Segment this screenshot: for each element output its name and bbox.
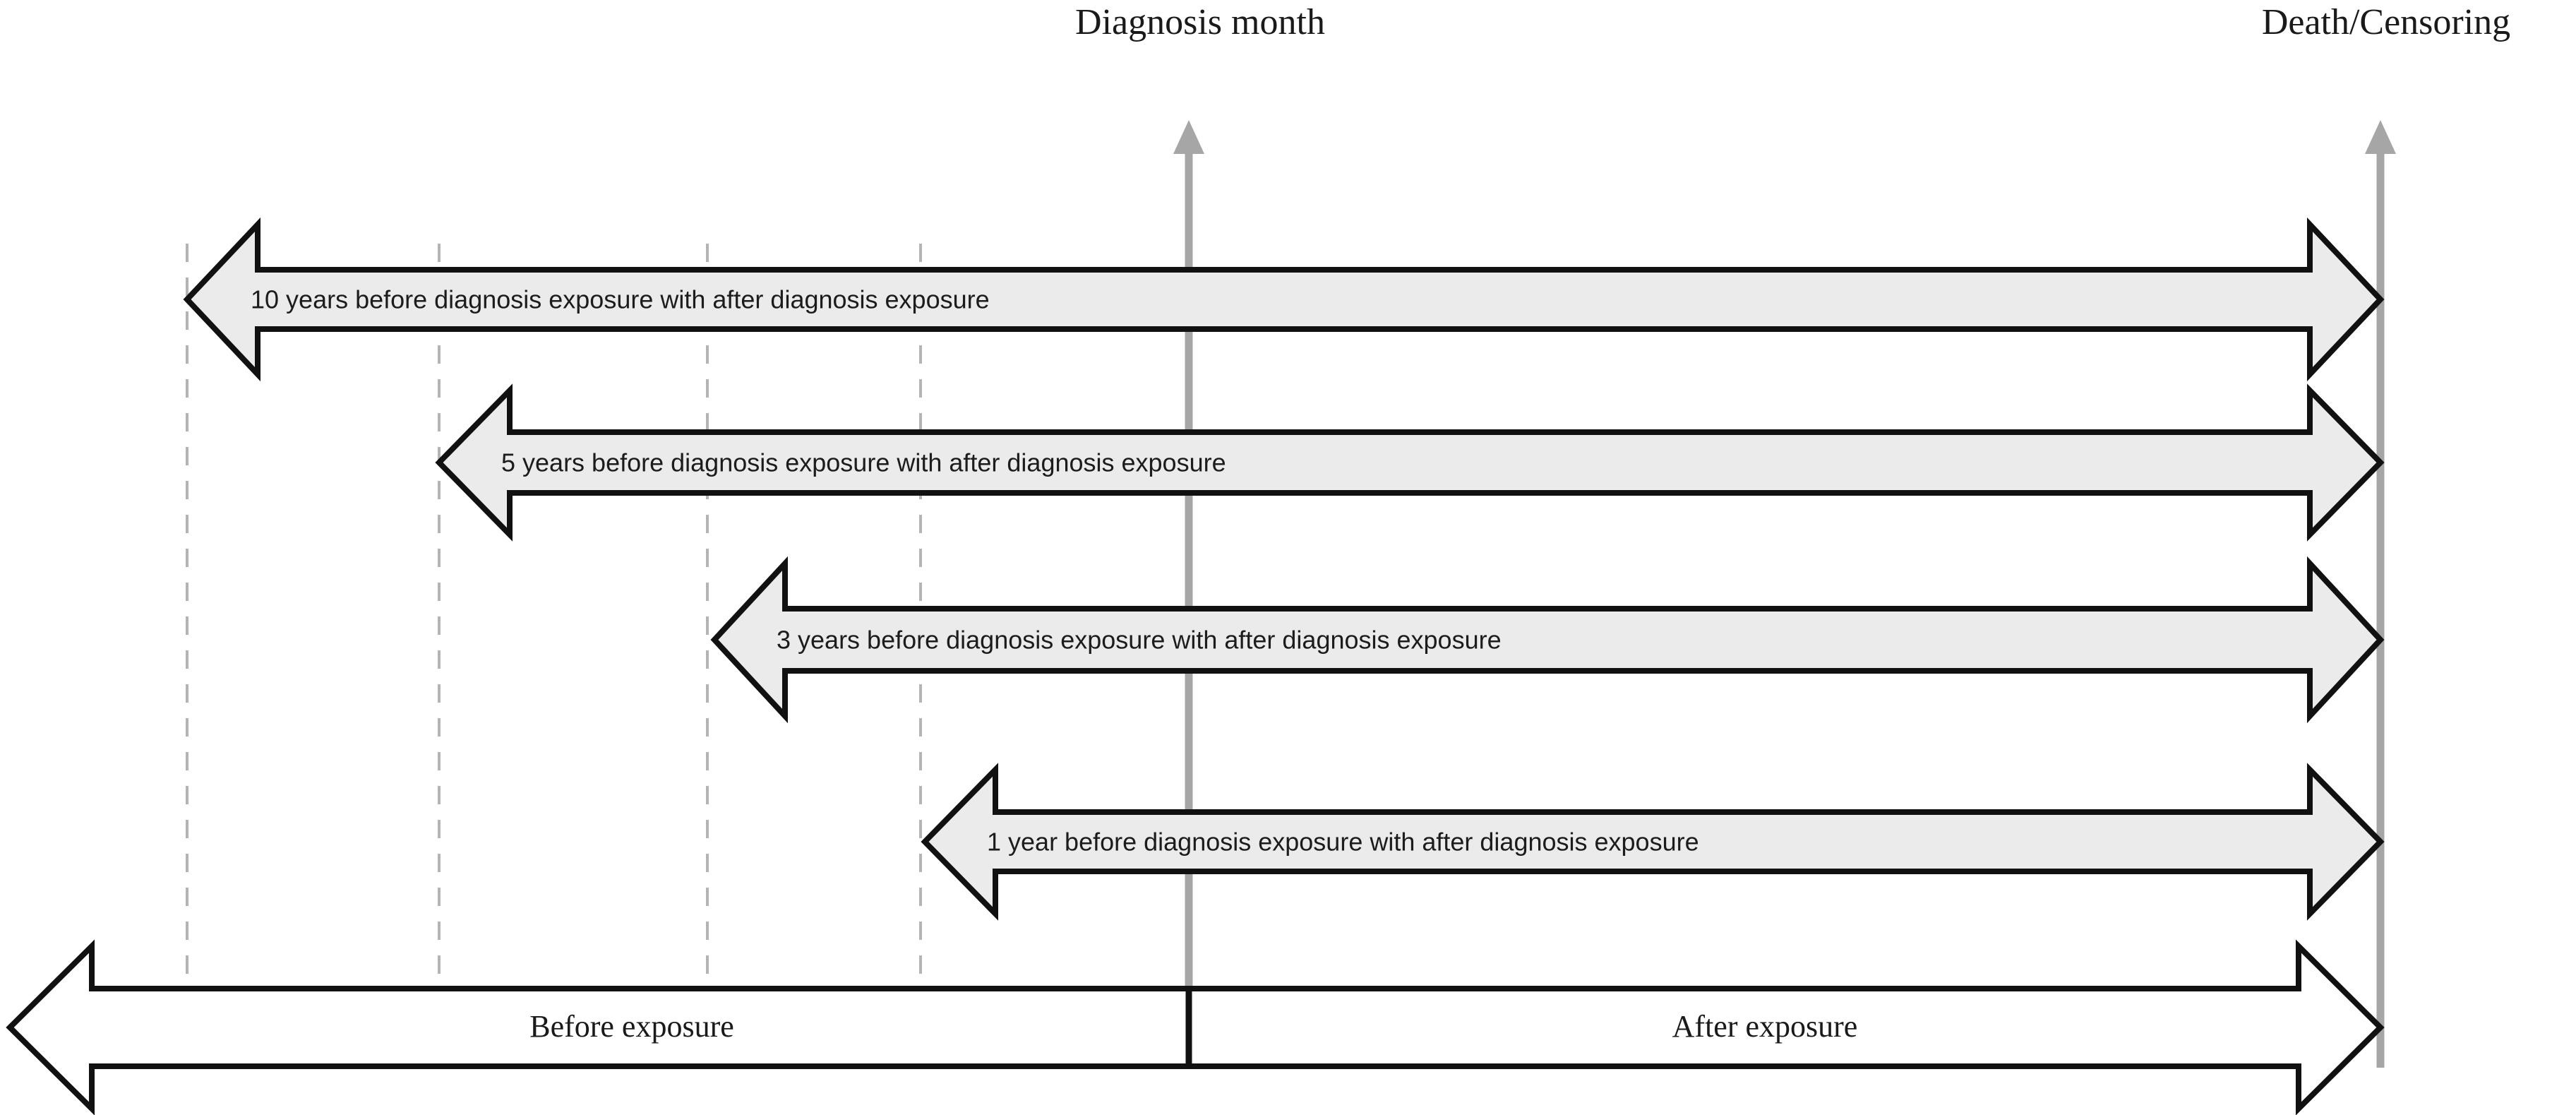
exposure-window-3y[interactable]: 3 years before diagnosis exposure with a… [710, 556, 2385, 724]
exposure-window-10y[interactable]: 10 years before diagnosis exposure with … [183, 217, 2385, 382]
baseline-timeline-shape[interactable] [6, 939, 2385, 1115]
exposure-window-1y[interactable]: 1 year before diagnosis exposure with af… [921, 763, 2385, 921]
exposure-window-1y-label: 1 year before diagnosis exposure with af… [987, 828, 1699, 857]
death-censoring-title: Death/Censoring [2262, 2, 2510, 42]
exposure-window-5y[interactable]: 5 years before diagnosis exposure with a… [435, 383, 2385, 542]
exposure-window-10y-shape[interactable] [183, 217, 2385, 382]
before-exposure-label: Before exposure [529, 1009, 734, 1044]
baseline-timeline-bar[interactable]: Before exposure After exposure [6, 939, 2385, 1115]
exposure-window-1y-shape[interactable] [921, 763, 2385, 921]
diagnosis-month-axis [1173, 120, 1204, 1025]
diagnosis-month-title: Diagnosis month [1075, 2, 1325, 42]
exposure-window-5y-label: 5 years before diagnosis exposure with a… [501, 448, 1226, 477]
exposure-window-5y-shape[interactable] [435, 383, 2385, 542]
death-censoring-axis [2365, 120, 2396, 1068]
death-axis-arrowhead-icon [2365, 120, 2396, 154]
diagnosis-axis-arrowhead-icon [1173, 120, 1204, 154]
exposure-window-3y-label: 3 years before diagnosis exposure with a… [777, 626, 1502, 655]
exposure-window-10y-label: 10 years before diagnosis exposure with … [251, 285, 990, 314]
exposure-window-3y-shape[interactable] [710, 556, 2385, 724]
after-exposure-label: After exposure [1672, 1009, 1858, 1044]
